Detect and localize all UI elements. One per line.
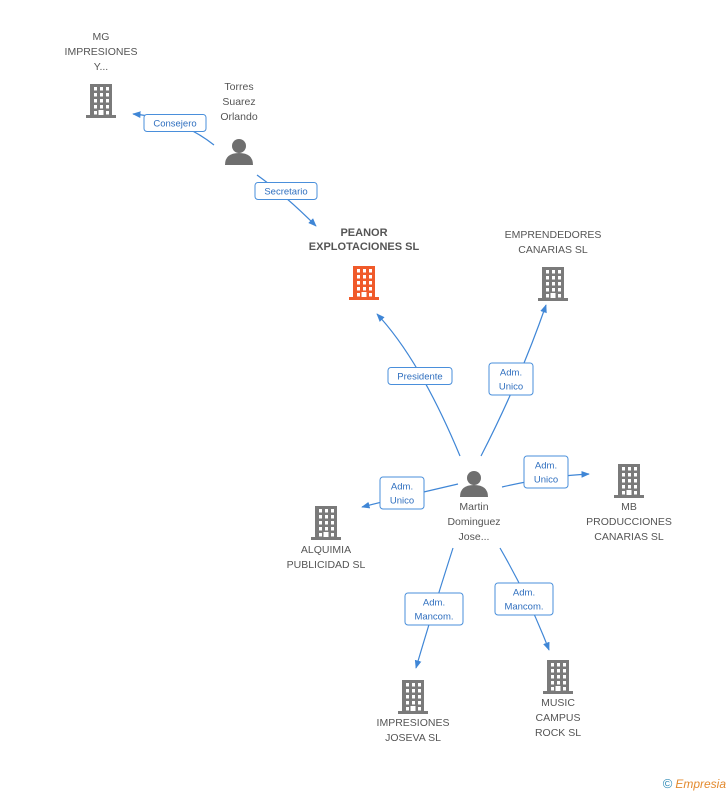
edge-label-box xyxy=(254,182,318,200)
building-icon xyxy=(311,506,341,540)
node-label: ROCK SL xyxy=(535,727,581,739)
brand-name: Empresia xyxy=(675,777,726,791)
node-label: CANARIAS SL xyxy=(594,531,664,543)
node-label: PUBLICIDAD SL xyxy=(287,559,366,571)
edge-label-text: Adm. xyxy=(500,368,522,379)
node-label: PEANOR xyxy=(340,227,387,239)
edge-martin-to-peanor: Presidente xyxy=(376,313,461,457)
node-label: CANARIAS SL xyxy=(518,244,588,256)
edge-label-text: Adm. xyxy=(391,482,413,493)
building-icon xyxy=(538,267,568,301)
edge-label-box xyxy=(488,362,534,396)
edge-label[interactable]: Adm. Mancom. xyxy=(494,582,554,616)
node-label: IMPRESIONES xyxy=(377,717,450,729)
edge-label[interactable]: Presidente xyxy=(387,367,453,385)
node-impresiones[interactable]: IMPRESIONES JOSEVA SL xyxy=(377,680,450,744)
edge-martin-to-impresiones: Adm. Mancom. xyxy=(404,547,464,669)
node-label: CAMPUS xyxy=(536,712,581,724)
node-label: JOSEVA SL xyxy=(385,732,441,744)
building-icon xyxy=(614,464,644,498)
node-label: Torres xyxy=(224,81,253,93)
node-label: PRODUCCIONES xyxy=(586,516,672,528)
node-mg[interactable]: MG IMPRESIONES Y... xyxy=(65,31,138,118)
node-label: Suarez xyxy=(222,96,255,108)
node-label: Y... xyxy=(94,61,108,73)
edge-martin-to-alquimia: Adm. Unico xyxy=(361,476,459,510)
edge-label[interactable]: Consejero xyxy=(143,114,207,132)
edge-label[interactable]: Adm. Unico xyxy=(488,362,534,396)
edge-label-text: Mancom. xyxy=(414,612,453,623)
node-emprendedores[interactable]: EMPRENDEDORES CANARIAS SL xyxy=(505,229,602,301)
node-label: EMPRENDEDORES xyxy=(505,229,602,241)
empresia-logo: ©Empresia xyxy=(663,776,726,791)
edge-label-box xyxy=(387,367,453,385)
building-icon xyxy=(349,266,379,300)
edge-martin-to-music: Adm. Mancom. xyxy=(494,547,554,651)
edge-torres-to-peanor: Secretario xyxy=(254,174,318,227)
edge-label-text: Presidente xyxy=(397,372,442,383)
edge-torres-to-mg: Consejero xyxy=(132,111,215,146)
node-martin[interactable]: MartinDominguezJose... xyxy=(447,471,501,543)
node-label: MG xyxy=(93,31,110,43)
edge-label-box xyxy=(404,592,464,626)
person-icon xyxy=(225,139,253,165)
node-label: IMPRESIONES xyxy=(65,46,138,58)
edge-label-box xyxy=(523,455,569,489)
edge-label[interactable]: Secretario xyxy=(254,182,318,200)
building-icon xyxy=(543,660,573,694)
node-label: ALQUIMIA xyxy=(301,544,351,556)
edge-label-text: Unico xyxy=(499,382,523,393)
edge-label-text: Adm. xyxy=(535,461,557,472)
node-label: MB xyxy=(621,501,637,513)
node-label: MUSIC xyxy=(541,697,575,709)
building-icon xyxy=(86,84,116,118)
edge-martin-to-mb: Adm. Unico xyxy=(501,455,590,489)
edge-label[interactable]: Adm. Mancom. xyxy=(404,592,464,626)
edge-label-box xyxy=(379,476,425,510)
building-icon xyxy=(398,680,428,714)
edge-label-box xyxy=(494,582,554,616)
node-label: Orlando xyxy=(220,111,258,123)
node-alquimia[interactable]: ALQUIMIA PUBLICIDAD SL xyxy=(287,506,366,571)
node-label: Martin xyxy=(459,501,488,513)
node-peanor[interactable]: PEANOR EXPLOTACIONES SL xyxy=(309,227,420,300)
edge-label-text: Consejero xyxy=(153,119,196,130)
edge-martin-to-emprendedores: Adm. Unico xyxy=(480,304,547,457)
person-icon xyxy=(460,471,488,497)
edge-label-box xyxy=(143,114,207,132)
node-label: Dominguez xyxy=(447,516,500,528)
copyright-symbol: © xyxy=(662,776,673,791)
edge-label[interactable]: Adm. Unico xyxy=(379,476,425,510)
edge-label[interactable]: Adm. Unico xyxy=(523,455,569,489)
node-label: Jose... xyxy=(459,531,490,543)
node-music[interactable]: MUSIC CAMPUS ROCK SL xyxy=(535,660,581,739)
edge-label-text: Secretario xyxy=(264,187,307,198)
edge-label-text: Adm. xyxy=(513,588,535,599)
edge-label-text: Adm. xyxy=(423,598,445,609)
edge-label-text: Unico xyxy=(534,475,558,486)
edge-label-text: Mancom. xyxy=(504,602,543,613)
node-label: EXPLOTACIONES SL xyxy=(309,241,420,253)
edge-label-text: Unico xyxy=(390,496,414,507)
node-mb[interactable]: MB PRODUCCIONES CANARIAS SL xyxy=(586,464,672,543)
